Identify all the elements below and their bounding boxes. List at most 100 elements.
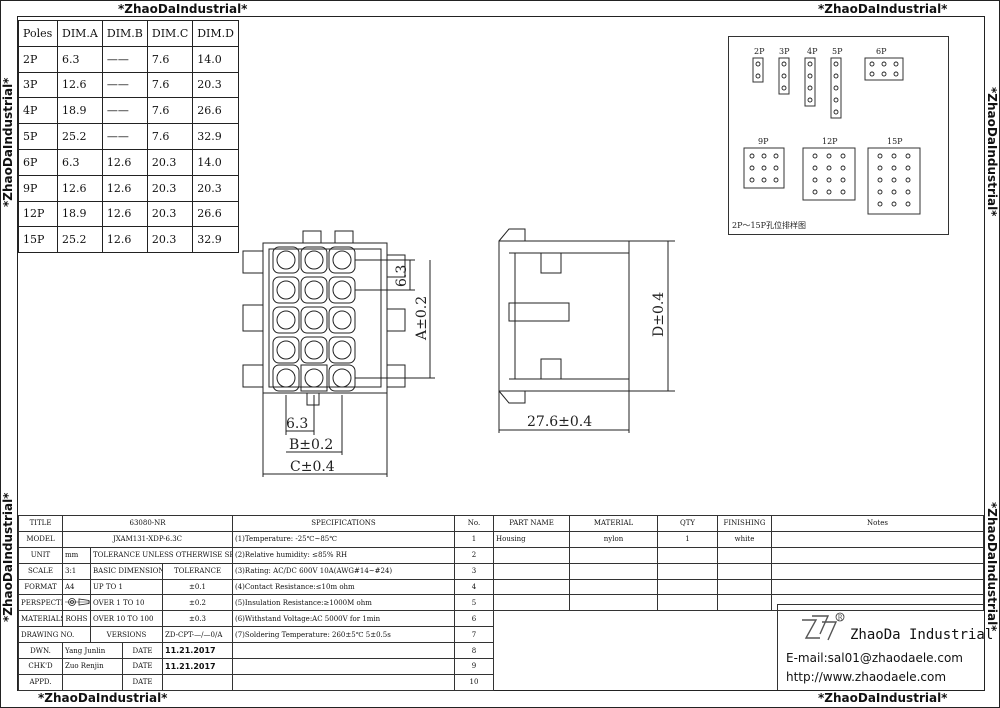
spec-item: (7)Soldering Temperature: 260±5℃ 5±0.5s — [232, 626, 455, 644]
cell: 20.3 — [146, 148, 194, 176]
dim-b-label: B±0.2 — [289, 437, 333, 453]
spec-item: (6)Withstand Voltage:AC 5000V for 1min — [232, 610, 455, 628]
dwn-date: 11.21.2017 — [161, 642, 234, 660]
cell: 12.6 — [101, 174, 148, 202]
table-row — [493, 578, 984, 596]
spec-header: SPECIFICATIONS — [232, 515, 455, 532]
part-notes — [771, 530, 984, 548]
spec-no: 7 — [454, 626, 494, 644]
cell: 14.0 — [192, 148, 239, 176]
part-name-header: PART NAME — [493, 515, 570, 532]
cell: 15P — [18, 226, 58, 254]
cell: —— — [101, 45, 148, 73]
table-row — [493, 546, 984, 564]
format-label: FORMAT — [18, 578, 63, 596]
chk-name: Zuo Renjin — [62, 658, 123, 675]
cell: 6.3 — [57, 148, 103, 176]
appd-date-label: DATE — [122, 673, 163, 691]
pin-label-6p: 6P — [876, 47, 887, 56]
table-row: 8 — [232, 642, 494, 660]
th-dim-d: DIM.D — [192, 20, 239, 47]
spec-no: 5 — [454, 594, 494, 612]
spec-no: 2 — [454, 546, 494, 564]
cell: 25.2 — [57, 226, 103, 254]
dwn-name: Yang Junlin — [62, 642, 123, 660]
spec-no: 10 — [454, 673, 494, 691]
range-3: OVER 10 TO 100 — [90, 610, 163, 628]
dim-pitch-horizontal: 6.3 — [286, 416, 308, 432]
material-header: MATERIAL — [569, 515, 658, 532]
cell: 12.6 — [57, 174, 103, 202]
company-website: http://www.zhaodaele.com — [786, 670, 947, 684]
tol-1: ±0.1 — [161, 578, 234, 596]
spec-no: 6 — [454, 610, 494, 628]
th-poles: Poles — [18, 20, 58, 47]
spec-no-header: No. — [454, 515, 494, 532]
watermark-bottom-left: *ZhaoDaIndustrial* — [38, 691, 168, 705]
side-view-drawing: D±0.4 27.6±0.4 — [498, 228, 675, 433]
pin-label-3p: 3P — [779, 47, 790, 56]
cell: 20.3 — [146, 200, 194, 228]
chk-date-label: DATE — [122, 658, 163, 675]
qty-header: QTY — [657, 515, 718, 532]
th-dim-a: DIM.A — [57, 20, 103, 47]
dim-d-label: D±0.4 — [651, 292, 667, 337]
spec-no: 4 — [454, 578, 494, 596]
appd-date — [161, 673, 234, 691]
cell: 6.3 — [57, 45, 103, 73]
watermark-right-2: *ZhaoDaIndustrial* — [985, 502, 999, 632]
range-1: UP TO 1 — [90, 578, 163, 596]
front-view-drawing: 6.3 A±0.2 6.3 B±0.2 C±0.4 — [242, 230, 435, 477]
cell: 18.9 — [57, 200, 103, 228]
cell: 12.6 — [101, 226, 148, 254]
part-finishing: white — [717, 530, 772, 548]
cell: 9P — [18, 174, 58, 202]
tolerance-note: TOLERANCE UNLESS OTHERWISE SPECIFIED — [89, 546, 234, 564]
dwn-date-label: DATE — [122, 642, 163, 660]
dim-length-label: 27.6±0.4 — [527, 414, 592, 430]
spec-no: 3 — [454, 562, 494, 580]
parts-block: PART NAME MATERIAL QTY FINISHING Notes H… — [493, 515, 984, 612]
cell: 12.6 — [101, 200, 148, 228]
dim-table-header: Poles DIM.A DIM.B DIM.C DIM.D — [18, 20, 239, 47]
unit-value: mm — [62, 546, 91, 564]
dim-a-label: A±0.2 — [414, 296, 430, 341]
cell: 6P — [18, 148, 58, 176]
scale-label: SCALE — [18, 562, 63, 580]
appd-name — [62, 673, 123, 691]
notes-header: Notes — [771, 515, 984, 532]
cell: 25.2 — [57, 123, 103, 150]
table-row: PERSPECTIVEOVER 1 TO 10±0.2 — [18, 594, 234, 612]
cell: —— — [101, 71, 148, 99]
watermark-left-2: *ZhaoDaIndustrial* — [1, 492, 15, 622]
cell: 14.0 — [192, 45, 239, 73]
table-row: 9 — [232, 658, 494, 675]
part-qty: 1 — [657, 530, 718, 548]
table-row: Housing nylon 1 white — [493, 530, 984, 548]
dim-pitch-vertical: 6.3 — [394, 265, 410, 287]
tol-2: ±0.2 — [161, 594, 234, 612]
spec-no: 8 — [454, 642, 494, 660]
dwn-label: DWN. — [18, 642, 63, 660]
drawing-no-label: DRAWING NO. — [18, 626, 91, 644]
projection-symbol-icon — [62, 594, 91, 612]
th-dim-c: DIM.C — [146, 20, 194, 47]
spec-item: (2)Relative humidity: ≤85% RH — [232, 546, 455, 564]
